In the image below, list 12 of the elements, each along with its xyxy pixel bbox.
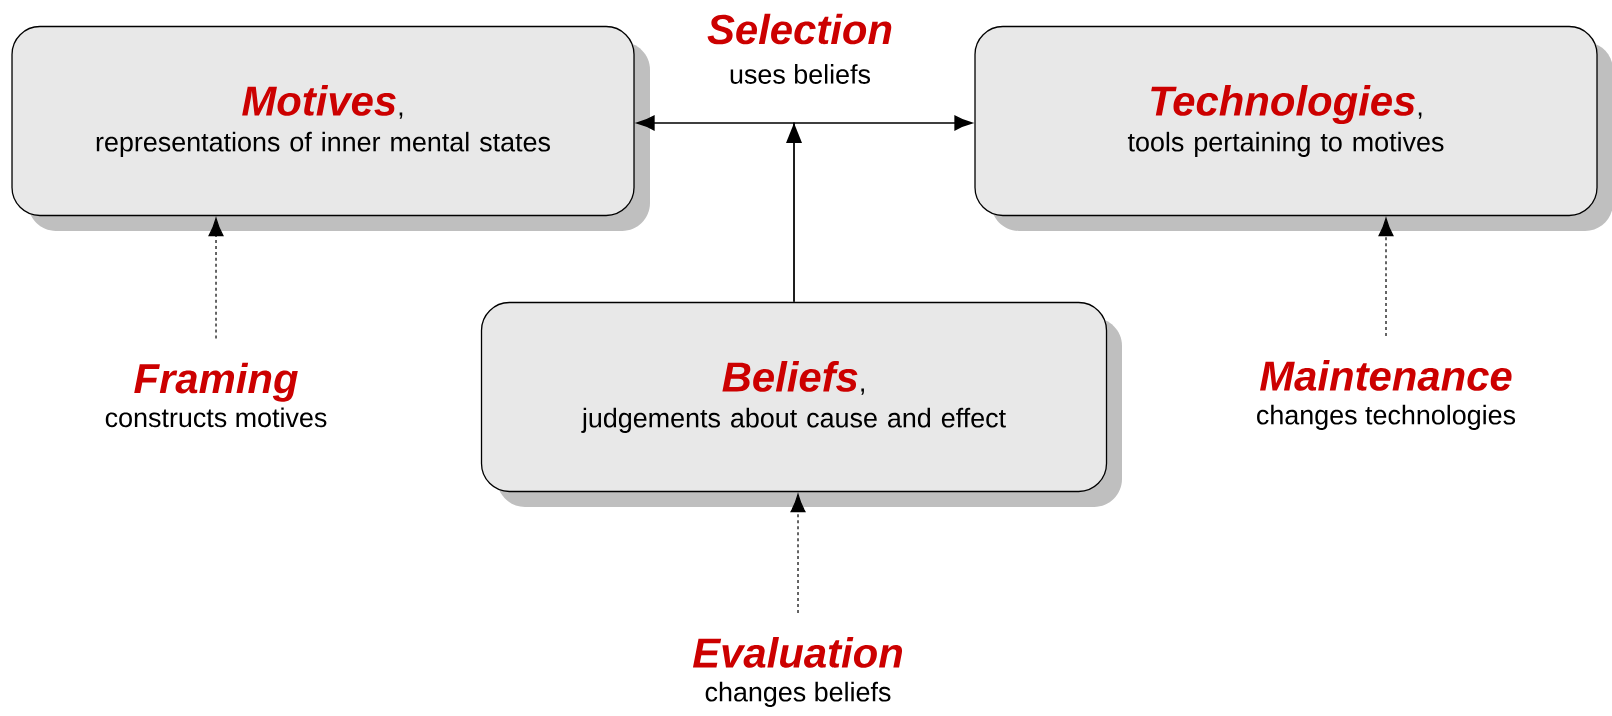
caption: uses beliefs (730, 64, 870, 84)
arrow (793, 115, 973, 303)
process-label: Framing constructs motives (105, 362, 327, 428)
rounded-box: Motives, representations of inner mental states (11, 25, 650, 231)
arrow (1378, 217, 1394, 337)
rounded-box: Beliefs, judgements about cause and effect (480, 301, 1122, 507)
arrow (208, 217, 224, 340)
process-label: Evaluation changes beliefs (692, 637, 903, 707)
arrow (790, 493, 806, 614)
heading: Selection (707, 13, 892, 45)
rounded-box: Technologies, tools pertaining to motives (974, 25, 1612, 231)
process-label: Maintenance changes technologies (1257, 360, 1516, 430)
